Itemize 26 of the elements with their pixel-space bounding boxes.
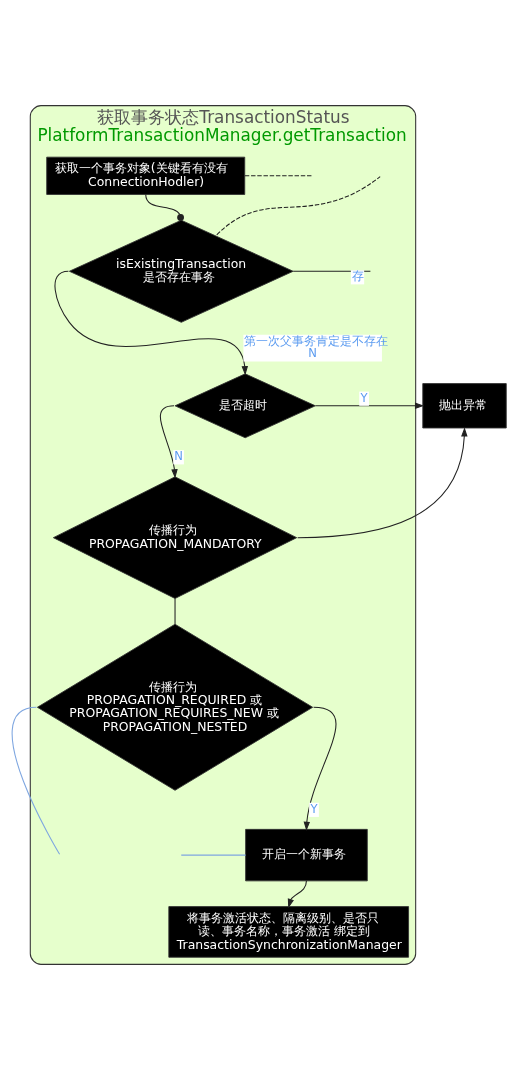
connector (145, 193, 184, 221)
node-diamond: 是否超时 (174, 372, 316, 438)
node-box: 开启一个新事务 (245, 828, 368, 881)
connector (216, 175, 381, 235)
connector (244, 174, 314, 176)
node-diamond: isExistingTransaction 是否存在事务 (68, 219, 294, 323)
connector (174, 597, 176, 625)
arrow (314, 402, 425, 409)
arrow (54, 270, 249, 375)
connector (11, 706, 61, 855)
arrow (297, 426, 468, 538)
arrow (159, 404, 178, 478)
edge-label: N (174, 448, 183, 463)
edge-label: Y (310, 801, 318, 816)
node-box: 抛出异常 (422, 382, 507, 428)
node-box: 获取一个事务对象(关键看有没有ConnectionHodler) (46, 156, 246, 195)
arrow (303, 706, 337, 831)
arrow (287, 879, 307, 908)
connector (292, 270, 371, 272)
edge-label: Y (360, 390, 368, 405)
node-diamond: 传播行为 PROPAGATION_REQUIRED 或 PROPAGATION_REQUIRES_NEW 或 PROPAGATION_NESTED (36, 623, 314, 791)
connector (180, 854, 247, 856)
edge-label: 存 (352, 268, 365, 283)
node-diamond: 传播行为 PROPAGATION_MANDATORY (52, 475, 298, 599)
edge-label: 第一次父事务肯定是不存在 N (244, 333, 389, 360)
node-box: 将事务激活状态、隔离级别、是否只读、事务名称，事务激活 绑定到 TransactionSynchronizationManager (168, 905, 409, 958)
